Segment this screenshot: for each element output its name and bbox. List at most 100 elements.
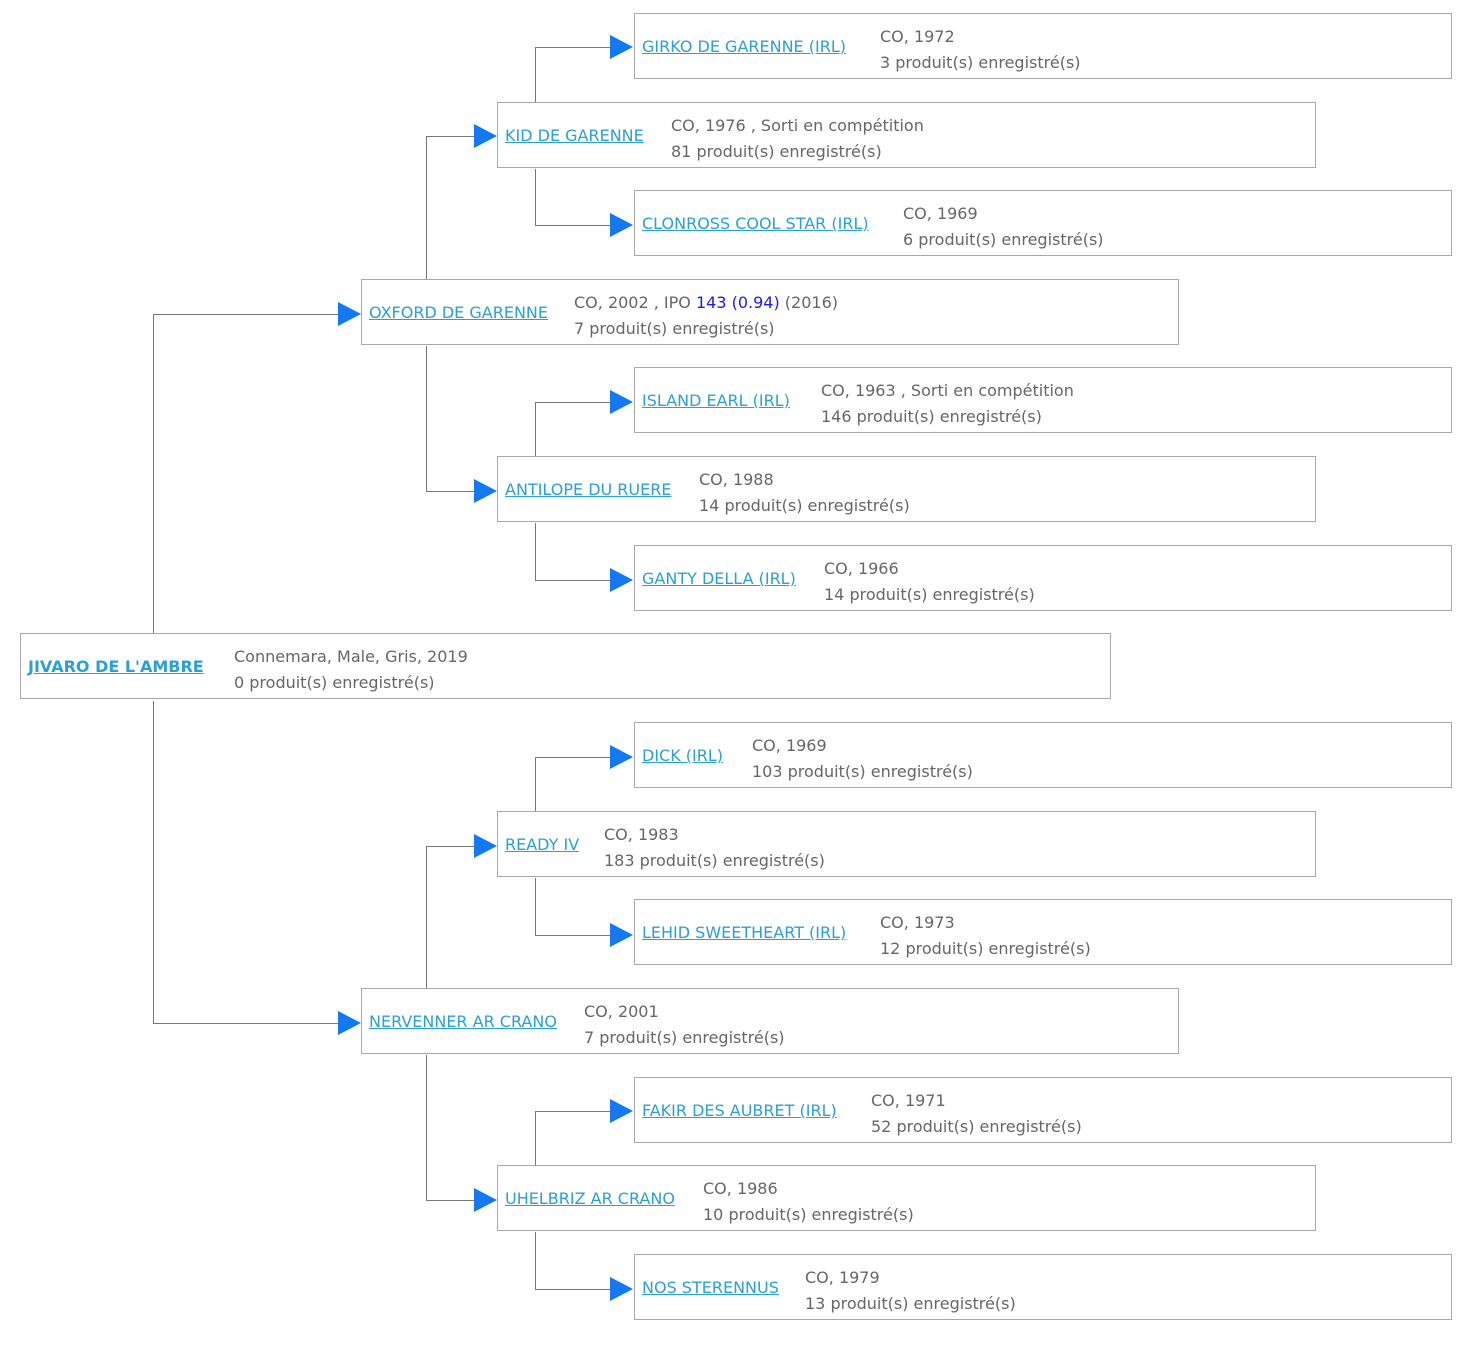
horse-offspring-count: 12 produit(s) enregistré(s) — [880, 939, 1091, 958]
arrow-right-icon — [474, 124, 497, 148]
horse-offspring-count: 0 produit(s) enregistré(s) — [234, 673, 435, 692]
horse-offspring-count: 6 produit(s) enregistré(s) — [903, 230, 1104, 249]
connector-line — [535, 169, 612, 226]
horse-info: CO, 1988 14 produit(s) enregistré(s) — [699, 467, 910, 519]
pedigree-node-dam-sire: READY IV CO, 1983 183 produit(s) enregis… — [497, 811, 1316, 877]
horse-details: CO, 1972 — [880, 27, 955, 46]
horse-details-suffix: (2016) — [779, 293, 838, 312]
horse-offspring-count: 183 produit(s) enregistré(s) — [604, 851, 825, 870]
horse-info: CO, 1976 , Sorti en compétition 81 produ… — [671, 113, 924, 165]
pedigree-node-sire-dam-dam: GANTY DELLA (IRL) CO, 1966 14 produit(s)… — [634, 545, 1452, 611]
horse-name-link[interactable]: NERVENNER AR CRANO — [369, 1012, 557, 1031]
pedigree-node-dam: NERVENNER AR CRANO CO, 2001 7 produit(s)… — [361, 988, 1179, 1054]
horse-name-link[interactable]: NOS STERENNUS — [642, 1278, 779, 1297]
horse-details: CO, 1966 — [824, 559, 899, 578]
connector-line — [426, 1055, 476, 1201]
horse-details: CO, 1986 — [703, 1179, 778, 1198]
horse-name-link[interactable]: LEHID SWEETHEART (IRL) — [642, 923, 847, 942]
horse-details: CO, 1969 — [903, 204, 978, 223]
horse-offspring-count: 103 produit(s) enregistré(s) — [752, 762, 973, 781]
horse-details: Connemara, Male, Gris, 2019 — [234, 647, 468, 666]
horse-details: CO, 1973 — [880, 913, 955, 932]
connector-line — [153, 314, 340, 634]
pedigree-node-root: JIVARO DE L'AMBRE Connemara, Male, Gris,… — [20, 633, 1111, 699]
horse-info: CO, 1969 103 produit(s) enregistré(s) — [752, 733, 973, 785]
horse-offspring-count: 3 produit(s) enregistré(s) — [880, 53, 1081, 72]
pedigree-node-dam-sire-sire: DICK (IRL) CO, 1969 103 produit(s) enreg… — [634, 722, 1452, 788]
arrow-right-icon — [474, 479, 497, 503]
horse-info: Connemara, Male, Gris, 2019 0 produit(s)… — [234, 644, 468, 696]
connector-line — [535, 1111, 612, 1166]
pedigree-node-dam-dam: UHELBRIZ AR CRANO CO, 1986 10 produit(s)… — [497, 1165, 1316, 1231]
pedigree-node-dam-dam-dam: NOS STERENNUS CO, 1979 13 produit(s) enr… — [634, 1254, 1452, 1320]
horse-info: CO, 2001 7 produit(s) enregistré(s) — [584, 999, 785, 1051]
horse-name-link[interactable]: ANTILOPE DU RUERE — [505, 480, 672, 499]
connector-line — [535, 47, 612, 103]
connector-line — [535, 878, 612, 936]
horse-name-link[interactable]: READY IV — [505, 835, 580, 854]
horse-info: CO, 1979 13 produit(s) enregistré(s) — [805, 1265, 1016, 1317]
arrow-right-icon — [610, 568, 633, 592]
horse-name-link[interactable]: GANTY DELLA (IRL) — [642, 569, 796, 588]
horse-details: CO, 1976 , Sorti en compétition — [671, 116, 924, 135]
horse-name-link[interactable]: FAKIR DES AUBRET (IRL) — [642, 1101, 837, 1120]
horse-info: CO, 1986 10 produit(s) enregistré(s) — [703, 1176, 914, 1228]
horse-info: CO, 1973 12 produit(s) enregistré(s) — [880, 910, 1091, 962]
horse-name-link[interactable]: JIVARO DE L'AMBRE — [28, 657, 204, 676]
pedigree-node-dam-sire-dam: LEHID SWEETHEART (IRL) CO, 1973 12 produ… — [634, 899, 1452, 965]
horse-offspring-count: 7 produit(s) enregistré(s) — [584, 1028, 785, 1047]
horse-info: CO, 2002 , IPO 143 (0.94) (2016) 7 produ… — [574, 290, 838, 342]
horse-offspring-count: 146 produit(s) enregistré(s) — [821, 407, 1042, 426]
horse-details: CO, 1983 — [604, 825, 679, 844]
horse-info: CO, 1966 14 produit(s) enregistré(s) — [824, 556, 1035, 608]
connector-line — [535, 523, 612, 581]
pedigree-node-sire-sire: KID DE GARENNE CO, 1976 , Sorti en compé… — [497, 102, 1316, 168]
horse-info: CO, 1969 6 produit(s) enregistré(s) — [903, 201, 1104, 253]
horse-name-link[interactable]: DICK (IRL) — [642, 746, 724, 765]
arrow-right-icon — [474, 1188, 497, 1212]
horse-name-link[interactable]: UHELBRIZ AR CRANO — [505, 1189, 675, 1208]
horse-details-prefix: CO, 2002 , IPO — [574, 293, 696, 312]
horse-offspring-count: 14 produit(s) enregistré(s) — [699, 496, 910, 515]
arrow-right-icon — [610, 745, 633, 769]
horse-details: CO, 2001 — [584, 1002, 659, 1021]
arrow-right-icon — [610, 923, 633, 947]
connector-line — [426, 136, 476, 280]
pedigree-node-sire-sire-sire: GIRKO DE GARENNE (IRL) CO, 1972 3 produi… — [634, 13, 1452, 79]
horse-offspring-count: 81 produit(s) enregistré(s) — [671, 142, 882, 161]
arrow-right-icon — [610, 1099, 633, 1123]
horse-offspring-count: 14 produit(s) enregistré(s) — [824, 585, 1035, 604]
horse-offspring-count: 13 produit(s) enregistré(s) — [805, 1294, 1016, 1313]
horse-name-link[interactable]: OXFORD DE GARENNE — [369, 303, 548, 322]
horse-info: CO, 1972 3 produit(s) enregistré(s) — [880, 24, 1081, 76]
arrow-right-icon — [610, 213, 633, 237]
horse-details: CO, 1969 — [752, 736, 827, 755]
horse-details: CO, 1988 — [699, 470, 774, 489]
ipo-value: 143 (0.94) — [695, 293, 780, 312]
horse-name-link[interactable]: GIRKO DE GARENNE (IRL) — [642, 37, 846, 56]
arrow-right-icon — [338, 302, 361, 326]
connector-line — [535, 757, 612, 812]
connector-line — [426, 346, 476, 492]
pedigree-node-sire-dam: ANTILOPE DU RUERE CO, 1988 14 produit(s)… — [497, 456, 1316, 522]
pedigree-node-sire: OXFORD DE GARENNE CO, 2002 , IPO 143 (0.… — [361, 279, 1179, 345]
horse-name-link[interactable]: ISLAND EARL (IRL) — [642, 391, 790, 410]
connector-line — [535, 402, 612, 457]
arrow-right-icon — [474, 834, 497, 858]
horse-info: CO, 1963 , Sorti en compétition 146 prod… — [821, 378, 1074, 430]
horse-info: CO, 1971 52 produit(s) enregistré(s) — [871, 1088, 1082, 1140]
horse-details: CO, 2002 , IPO 143 (0.94) (2016) — [574, 290, 838, 316]
horse-details: CO, 1963 , Sorti en compétition — [821, 381, 1074, 400]
arrow-right-icon — [610, 35, 633, 59]
connector-line — [426, 846, 476, 989]
pedigree-node-sire-dam-sire: ISLAND EARL (IRL) CO, 1963 , Sorti en co… — [634, 367, 1452, 433]
arrow-right-icon — [610, 1277, 633, 1301]
horse-name-link[interactable]: CLONROSS COOL STAR (IRL) — [642, 214, 869, 233]
horse-details: CO, 1971 — [871, 1091, 946, 1110]
horse-offspring-count: 10 produit(s) enregistré(s) — [703, 1205, 914, 1224]
horse-name-link[interactable]: KID DE GARENNE — [505, 126, 644, 145]
pedigree-node-dam-dam-sire: FAKIR DES AUBRET (IRL) CO, 1971 52 produ… — [634, 1077, 1452, 1143]
horse-offspring-count: 52 produit(s) enregistré(s) — [871, 1117, 1082, 1136]
arrow-right-icon — [338, 1011, 361, 1035]
